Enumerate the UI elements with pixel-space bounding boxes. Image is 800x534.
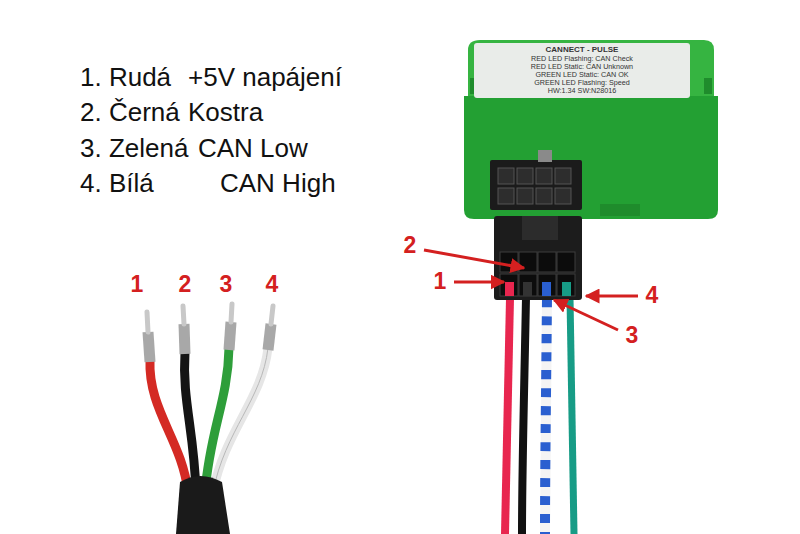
sticker-title: CANNECT - PULSE [477, 46, 687, 55]
green-module [464, 40, 718, 219]
legend-text: 2. Černá [80, 98, 180, 128]
legend-text: 4. Bílá [80, 169, 154, 199]
wire-in-well [505, 282, 514, 296]
plug-well [538, 252, 556, 272]
black-wire [185, 352, 196, 492]
legend-text: 1. Rudá [80, 63, 171, 93]
module-socket [490, 160, 582, 210]
callout-number: 3 [626, 322, 639, 348]
legend-text: Kostra [188, 98, 263, 128]
socket-key [538, 150, 552, 162]
socket-pin [517, 188, 533, 204]
module-clip [704, 78, 712, 94]
leader-arrow [424, 250, 524, 268]
legend-text: 3. Zelená [80, 134, 188, 164]
socket-pin [517, 168, 533, 184]
leader-arrow [454, 281, 504, 284]
wire-in-well [562, 282, 571, 296]
sticker-line: GREEN LED Flashing: Speed [477, 79, 687, 87]
sticker-line: HW:1.34 SW:N28016 [477, 87, 687, 95]
socket-pin [555, 168, 571, 184]
legend-text: CAN Low [198, 134, 308, 164]
plug-well [519, 274, 537, 296]
crimp-terminal [229, 322, 231, 350]
crimp-terminal [184, 324, 185, 354]
cable-jacket [176, 476, 230, 534]
crimp-terminal [268, 324, 271, 350]
black-wire [522, 298, 526, 534]
plug-latch [522, 216, 558, 240]
socket-pin [555, 188, 571, 204]
wire-in-well [523, 282, 532, 296]
plug-well [500, 252, 518, 272]
blue-wire [545, 298, 547, 534]
plug-well [538, 274, 556, 296]
plug-wells [500, 252, 575, 296]
module-tab [600, 204, 640, 216]
terminal-pin [183, 306, 184, 324]
callout-number: 3 [220, 271, 233, 297]
module-front [464, 96, 718, 219]
callout-number: 1 [131, 271, 144, 297]
callout-number: 1 [434, 268, 447, 294]
plug-well [557, 252, 575, 272]
callout-number: 2 [404, 232, 417, 258]
callout-number: 4 [266, 271, 279, 297]
terminal-pin [147, 312, 148, 332]
terminal-pin [231, 304, 232, 322]
white-wire [213, 348, 268, 492]
socket-pin [498, 168, 514, 184]
white-wire-edge [213, 348, 268, 492]
sticker-line: RED LED Static: CAN Unknown [477, 63, 687, 71]
socket-pin [498, 188, 514, 204]
product-sticker: CANNECT - PULSERED LED Flashing: CAN Che… [474, 43, 690, 98]
leader-arrow [554, 300, 618, 330]
white-wire [545, 298, 547, 534]
plug-well [500, 274, 518, 296]
wire-plug [494, 216, 582, 300]
legend-text: +5V napájení [188, 63, 342, 93]
legend-text: CAN High [220, 169, 336, 199]
wire-in-well [542, 282, 551, 296]
sticker-line: RED LED Flashing: CAN Check [477, 55, 687, 63]
loose-cable [147, 304, 273, 534]
red-wire [505, 298, 510, 534]
callout-number: 2 [179, 271, 192, 297]
leader-arrow [586, 295, 638, 298]
leader-arrows [424, 250, 638, 330]
socket-pin [536, 168, 552, 184]
crimp-terminal [148, 332, 150, 362]
callout-number: 4 [646, 282, 659, 308]
socket-pin [536, 188, 552, 204]
terminal-pin [271, 306, 273, 324]
sticker-line: GREEN LED Static: CAN OK [477, 71, 687, 79]
teal-wire [570, 298, 574, 534]
plug-well [557, 274, 575, 296]
socket-pins [498, 168, 571, 204]
